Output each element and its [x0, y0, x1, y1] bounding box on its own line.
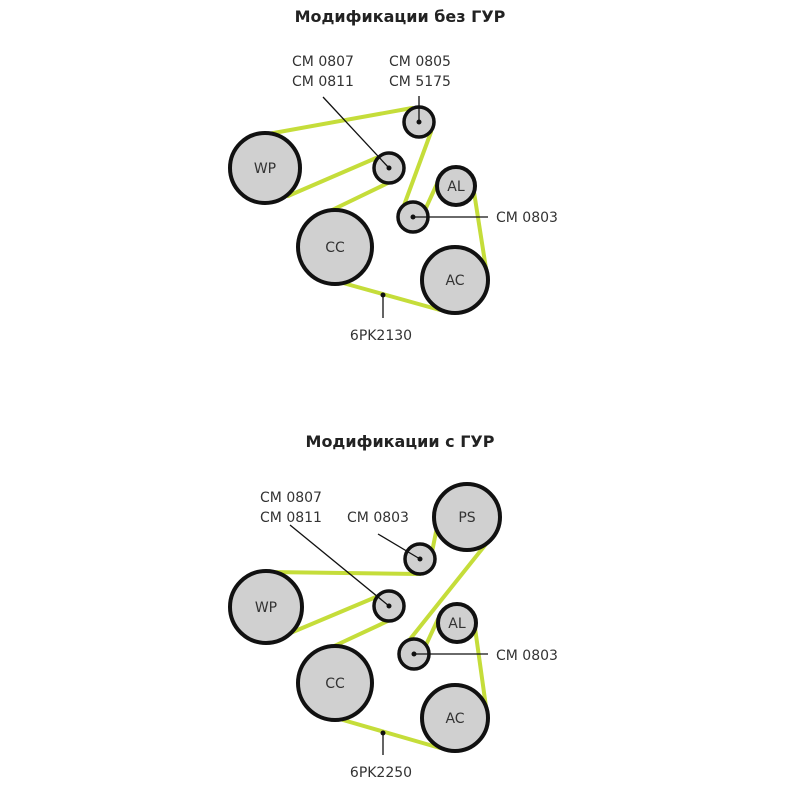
diagram-title: Модификации с ГУР — [306, 432, 495, 451]
idler-part-number: CM 0803 — [496, 648, 558, 664]
pulley-label: WP — [254, 161, 276, 177]
tensioner-part-number: CM 0811 — [260, 510, 322, 526]
pulley-label: CC — [325, 240, 345, 256]
pulley-label: AC — [445, 711, 464, 727]
pulley-label: CC — [325, 676, 345, 692]
pulley-ac — [420, 683, 490, 753]
belt-part-number: 6PK2250 — [350, 765, 412, 781]
pulley-al — [435, 165, 477, 207]
diagram-without-power-steering: Модификации без ГУР WP CC AL AC CM 0807 … — [228, 7, 558, 344]
pulley-cc — [296, 644, 374, 722]
pulley-ps — [432, 482, 502, 552]
idler-part-number: CM 0803 — [496, 210, 558, 226]
pulley-label: AL — [447, 179, 465, 195]
tensioner-part-number: CM 0807 — [292, 54, 354, 70]
diagram-with-power-steering: Модификации с ГУР PS WP CC AL AC CM 0807 — [228, 432, 558, 781]
idler-part-number: CM 5175 — [389, 74, 451, 90]
pulley-wp — [228, 569, 304, 645]
idler-part-number: CM 0803 — [347, 510, 409, 526]
pulley-wp — [228, 131, 302, 205]
belt — [266, 106, 489, 312]
diagram-title: Модификации без ГУР — [295, 7, 506, 26]
pulley-label: AC — [445, 273, 464, 289]
pulley-label: PS — [458, 510, 475, 526]
belt-part-number: 6PK2130 — [350, 328, 412, 344]
belt — [266, 525, 489, 750]
pulley-ac — [420, 245, 490, 315]
pulley-al — [436, 602, 478, 644]
pulley-label: AL — [448, 616, 466, 632]
pulley-label: WP — [255, 600, 277, 616]
pulley-cc — [296, 208, 374, 286]
tensioner-part-number: CM 0811 — [292, 74, 354, 90]
tensioner-part-number: CM 0807 — [260, 490, 322, 506]
idler-part-number: CM 0805 — [389, 54, 451, 70]
